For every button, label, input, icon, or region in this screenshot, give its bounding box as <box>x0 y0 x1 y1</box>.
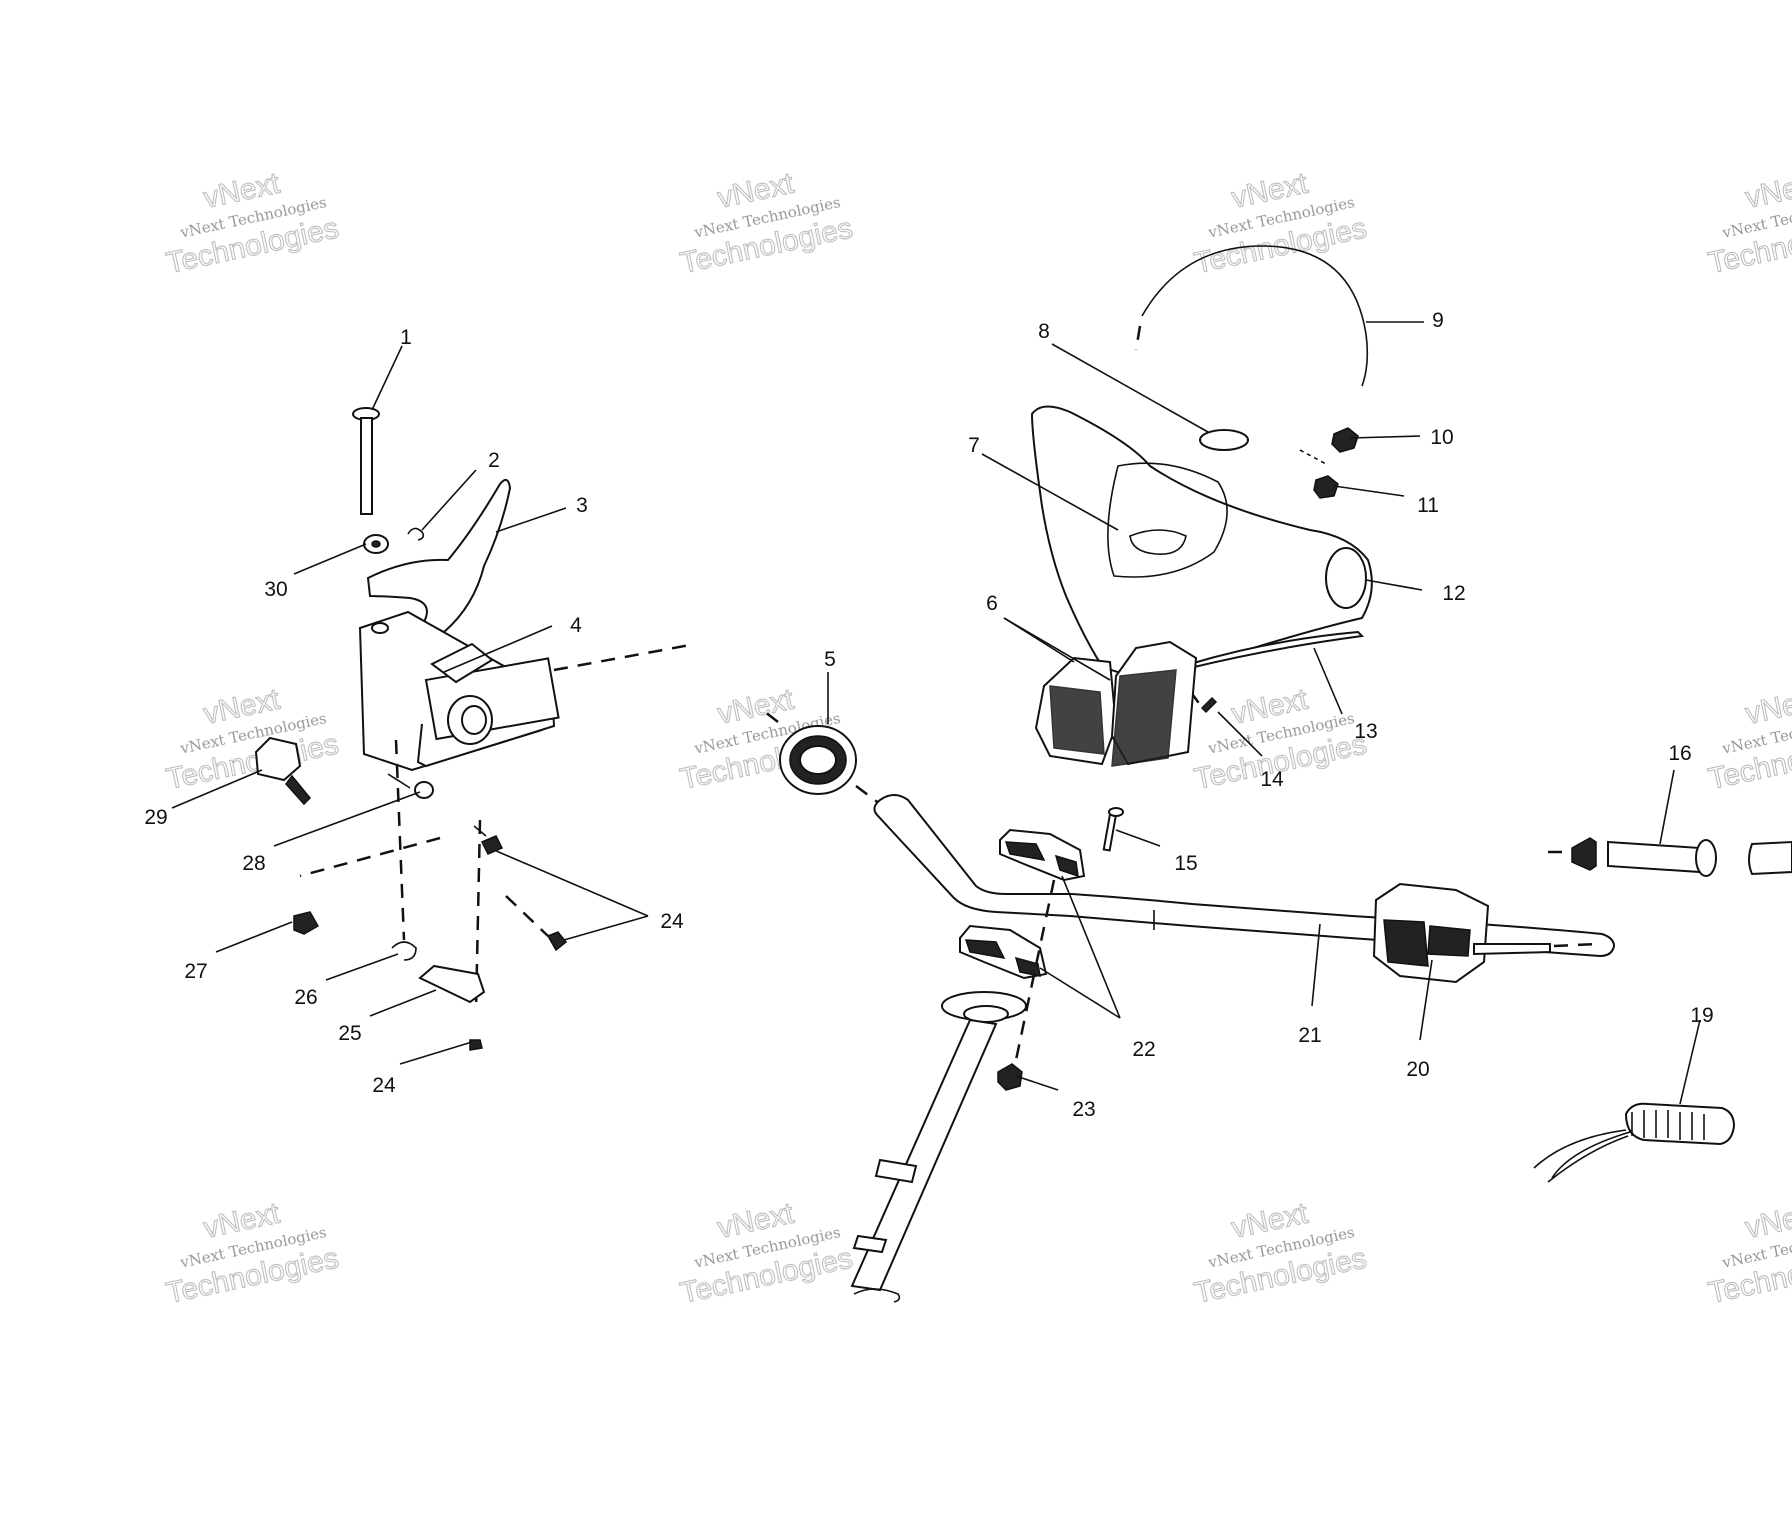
callout-label: 29 <box>144 806 167 829</box>
part-clip <box>391 941 417 961</box>
callout-labels: 1 2 3 4 5 6 7 8 9 10 11 12 13 14 15 16 1… <box>144 309 1713 1121</box>
part-badge <box>1199 429 1249 451</box>
callout-label: 15 <box>1174 852 1197 875</box>
part-housing <box>358 610 560 772</box>
centerline <box>474 819 482 1011</box>
part-washer <box>363 534 389 554</box>
callout-label: 11 <box>1417 494 1439 517</box>
watermark-text: vNext <box>1743 1197 1792 1245</box>
callout-label: 1 <box>400 326 412 349</box>
part-plate <box>418 964 486 1004</box>
callout-label: 21 <box>1298 1024 1321 1047</box>
part-screw <box>1200 696 1218 714</box>
callout-label: 10 <box>1430 426 1453 449</box>
centerline <box>1134 325 1142 351</box>
part-nut <box>1313 475 1339 499</box>
part-clip <box>407 527 425 541</box>
callout-label: 19 <box>1690 1004 1713 1027</box>
callout-label: 30 <box>264 578 287 601</box>
centerline <box>394 739 406 941</box>
callout-label: 24 <box>660 910 684 933</box>
part-strip <box>1189 630 1365 670</box>
part-upper-clamp <box>999 828 1086 882</box>
part-screw <box>473 825 504 855</box>
part-handlebar <box>873 794 1616 958</box>
leader-lines <box>171 321 1701 1105</box>
callout-label: 22 <box>1132 1038 1155 1061</box>
callout-label: 13 <box>1354 720 1377 743</box>
part-grip <box>1548 837 1792 877</box>
part-bolt <box>1102 807 1124 852</box>
part-screw <box>469 1039 483 1051</box>
watermark-text: vNext <box>1743 683 1792 731</box>
callout-label: 12 <box>1442 582 1465 605</box>
part-nut <box>1331 427 1359 453</box>
centerline <box>1014 879 1056 1061</box>
callout-label: 2 <box>488 449 500 472</box>
part-pin <box>352 407 380 515</box>
callout-label: 14 <box>1260 768 1284 791</box>
centerline <box>553 643 691 672</box>
part-heater-grip <box>1533 1102 1736 1183</box>
part-cable <box>1141 245 1369 387</box>
part-lower-clamp <box>959 924 1048 980</box>
callout-label: 3 <box>576 494 588 517</box>
centerline <box>759 707 779 723</box>
callout-label: 5 <box>824 648 836 671</box>
part-clamp-halves <box>1034 640 1198 767</box>
callout-label: 9 <box>1432 309 1444 332</box>
callout-label: 6 <box>986 592 998 615</box>
part-steering-column <box>850 991 1027 1303</box>
callout-label: 16 <box>1668 742 1691 765</box>
callout-label: 4 <box>570 614 582 637</box>
callout-label: 27 <box>184 960 207 983</box>
part-switch <box>254 736 312 806</box>
centerline <box>1299 449 1327 465</box>
watermark-text: vNext <box>1743 167 1792 215</box>
centerline <box>855 785 881 805</box>
callout-label: 25 <box>338 1022 361 1045</box>
callout-label: 28 <box>242 852 265 875</box>
part-screw <box>546 931 568 952</box>
part-bearing <box>779 725 857 795</box>
callout-label: 24 <box>372 1074 396 1097</box>
part-bracket <box>366 478 512 634</box>
part-nut <box>997 1063 1023 1091</box>
centerline <box>299 836 441 878</box>
callout-label: 8 <box>1038 320 1050 343</box>
callout-label: 23 <box>1072 1098 1095 1121</box>
part-nut <box>293 911 320 935</box>
part-grommet <box>414 781 434 799</box>
centerline <box>1553 942 1597 948</box>
grommet-line <box>387 773 411 789</box>
callout-label: 7 <box>968 434 980 457</box>
part-pad <box>1030 405 1373 677</box>
callout-label: 26 <box>294 986 317 1009</box>
centerline <box>505 895 549 937</box>
part-control-housing <box>1372 882 1597 984</box>
callout-label: 20 <box>1406 1058 1429 1081</box>
